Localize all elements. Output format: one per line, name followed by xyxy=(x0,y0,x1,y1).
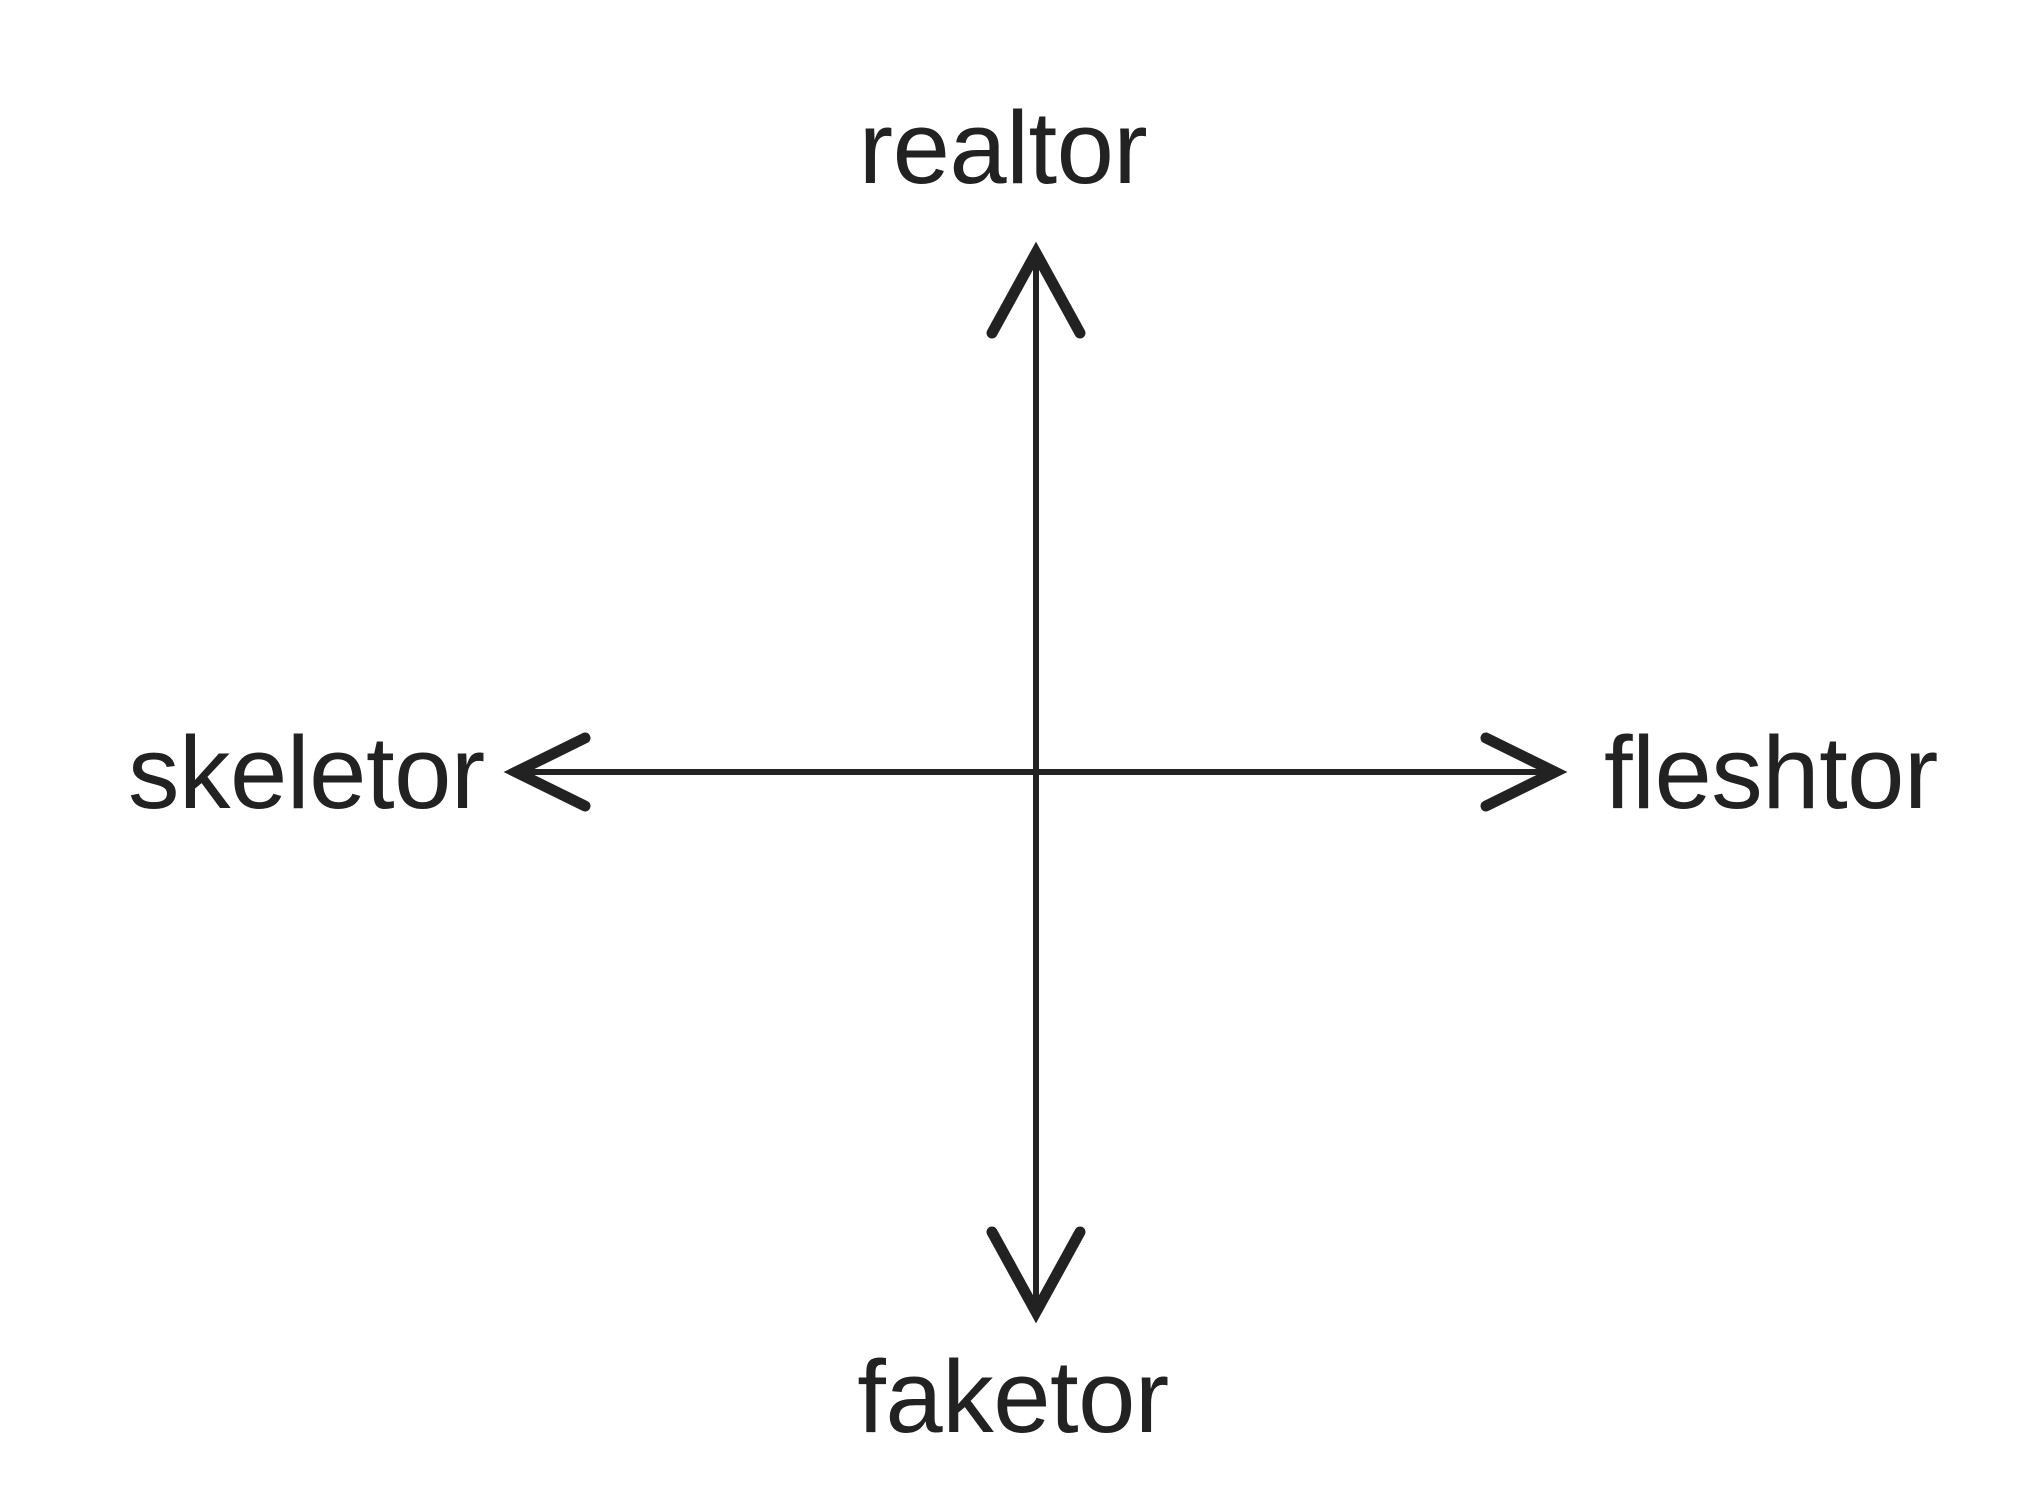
axis-label-right: fleshtor xyxy=(1604,715,1938,830)
arrowhead-left-icon xyxy=(503,732,591,812)
axis-label-bottom: faketor xyxy=(857,1339,1169,1454)
arrowhead-right-icon xyxy=(1480,732,1568,812)
arrowhead-down-icon xyxy=(986,1226,1086,1324)
arrowhead-up-icon xyxy=(986,241,1086,339)
axis-label-left: skeletor xyxy=(128,715,485,830)
axis-label-top: realtor xyxy=(858,90,1148,205)
